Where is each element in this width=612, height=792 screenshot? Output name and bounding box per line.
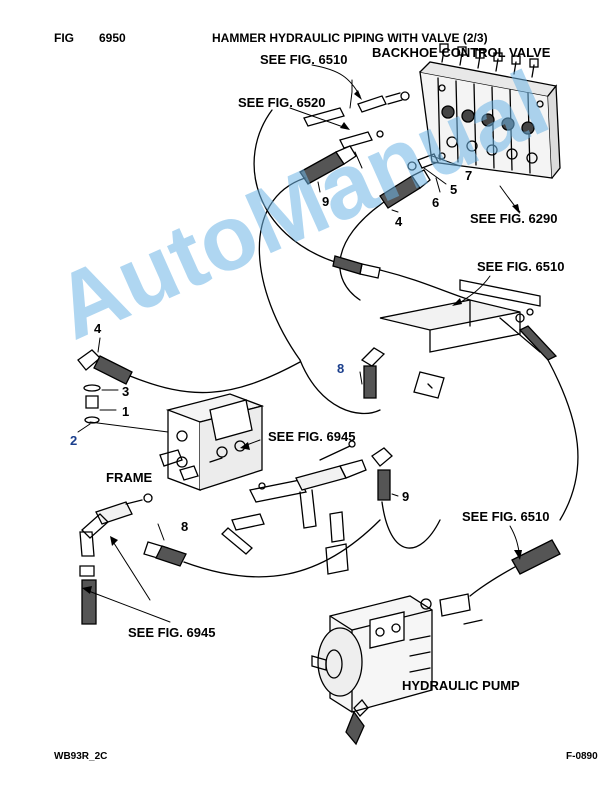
callout-1: 1 <box>122 404 130 419</box>
lower-left-assembly <box>79 493 381 625</box>
ref-fig-6520[interactable]: SEE FIG. 6520 <box>238 95 326 110</box>
callout-7: 7 <box>465 168 473 183</box>
callout-2: 2 <box>70 433 78 448</box>
callout-9-top: 9 <box>322 194 330 209</box>
callout-4-top: 4 <box>395 214 403 229</box>
fig-label: FIG <box>54 31 74 45</box>
lower-piping-assembly <box>221 440 441 575</box>
backhoe-control-valve-drawing <box>419 43 561 179</box>
ref-fig-6510-top[interactable]: SEE FIG. 6510 <box>260 52 348 67</box>
label-frame: FRAME <box>106 470 153 485</box>
callout-3: 3 <box>122 384 130 399</box>
fig-number: 6950 <box>99 31 126 45</box>
hydraulic-pump-drawing <box>311 539 561 746</box>
arrowheads <box>82 90 522 594</box>
callout-6: 6 <box>432 195 440 210</box>
callout-4-left: 4 <box>94 321 102 336</box>
long-hose <box>253 109 471 301</box>
ref-fig-6945-bottom[interactable]: SEE FIG. 6945 <box>128 625 216 640</box>
pipe-bracket <box>379 279 579 521</box>
middle-hose-8 <box>299 347 386 415</box>
footer-model: WB93R_2C <box>54 751 108 762</box>
frame-manifold-drawing <box>89 393 265 491</box>
callout-8-low: 8 <box>181 519 189 534</box>
ref-fig-6510-low[interactable]: SEE FIG. 6510 <box>462 509 550 524</box>
callout-5: 5 <box>450 182 458 197</box>
ref-fig-6945-mid[interactable]: SEE FIG. 6945 <box>268 429 356 444</box>
left-hose-4 <box>77 349 301 424</box>
leader-lines <box>77 64 521 623</box>
footer-code: F-0890 <box>566 751 598 762</box>
label-backhoe-control-valve: BACKHOE CONTROL VALVE <box>372 45 551 60</box>
callout-9-mid: 9 <box>402 489 410 504</box>
page-title: HAMMER HYDRAULIC PIPING WITH VALVE (2/3) <box>212 31 488 45</box>
ref-fig-6290[interactable]: SEE FIG. 6290 <box>470 211 558 226</box>
callout-8-mid: 8 <box>337 361 345 376</box>
ref-fig-6510-mid[interactable]: SEE FIG. 6510 <box>477 259 565 274</box>
label-hydraulic-pump: HYDRAULIC PUMP <box>402 678 520 693</box>
valve-fittings <box>303 79 446 171</box>
